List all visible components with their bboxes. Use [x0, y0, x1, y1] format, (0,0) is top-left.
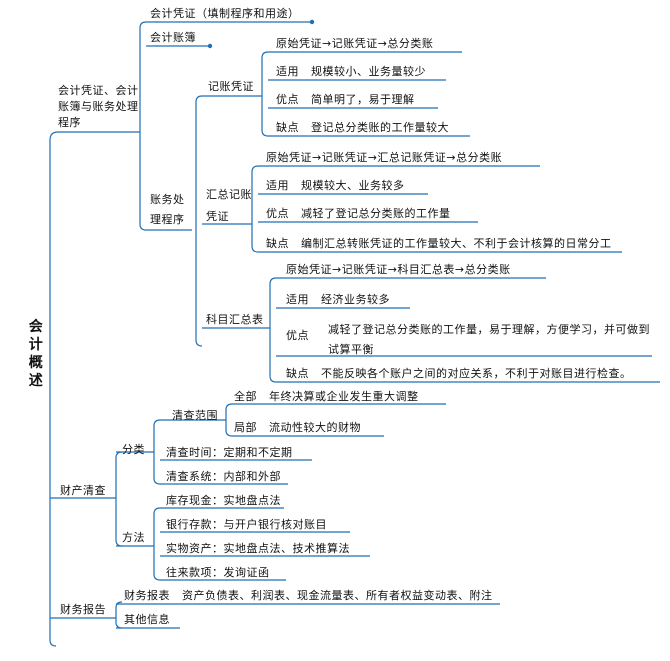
method-node: 方法	[122, 531, 145, 544]
system-node: 清查系统：内部和外部	[166, 470, 281, 483]
kemu-advantage-key: 优点	[286, 329, 309, 342]
ledger-node: 会计账簿	[150, 31, 196, 44]
property-branch-label: 财产清查	[60, 484, 106, 497]
method-cash: 库存现金：实地盘点法	[166, 494, 281, 507]
method-bank: 银行存款：与开户银行核对账目	[166, 518, 327, 531]
scope-partial: 局部流动性较大的财物	[234, 421, 361, 434]
huizong-flow: 原始凭证→记账凭证→汇总记账凭证→总分类账	[266, 151, 503, 164]
kemu-advantage-value: 减轻了登记总分类账的工作量，易于理解，方便学习，并可做到试算平衡	[328, 323, 650, 356]
voucher-node: 会计凭证（填制程序和用途）	[150, 7, 300, 20]
jizhang-advantage: 优点简单明了，易于理解	[276, 93, 415, 106]
other-info: 其他信息	[124, 613, 170, 626]
scope-full: 全部年终决算或企业发生重大调整	[234, 390, 419, 403]
time-node: 清查时间：定期和不定期	[166, 446, 293, 459]
huizong-apply: 适用规模较大、业务较多	[266, 179, 405, 192]
scope-node: 清查范围	[172, 409, 218, 422]
huizong-disadvantage: 缺点编制汇总转账凭证的工作量较大、不利于会计核算的日常分工	[266, 237, 612, 250]
jizhang-flow: 原始凭证→记账凭证→总分类账	[276, 37, 434, 50]
huizong-advantage: 优点减轻了登记总分类账的工作量	[266, 207, 451, 220]
jizhang-apply: 适用规模较小、业务量较少	[276, 65, 426, 78]
procedure-node: 账务处理程序	[150, 193, 185, 226]
kemu-node: 科目汇总表	[206, 313, 264, 326]
classify-node: 分类	[122, 443, 145, 456]
report-branch-label: 财务报告	[60, 603, 106, 616]
huizong-node: 汇总记账凭证	[206, 188, 252, 223]
root-topic: 会计概述	[28, 319, 44, 389]
kemu-flow: 原始凭证→记账凭证→科目汇总表→总分类账	[286, 263, 511, 276]
vouchers-branch-label: 会计凭证、会计账簿与账务处理程序	[58, 84, 139, 129]
kemu-disadvantage: 缺点不能反映各个账户之间的对应关系，不利于对账目进行检查。	[286, 367, 632, 380]
financial-statements: 财务报表资产负债表、利润表、现金流量表、所有者权益变动表、附注	[124, 589, 493, 602]
jizhang-node: 记账凭证	[208, 80, 254, 93]
method-goods: 实物资产：实地盘点法、技术推算法	[166, 542, 350, 555]
kemu-apply: 适用经济业务较多	[286, 293, 390, 306]
jizhang-disadvantage: 缺点登记总分类账的工作量较大	[276, 121, 449, 134]
method-receivable: 往来款项：发询证函	[166, 566, 270, 579]
